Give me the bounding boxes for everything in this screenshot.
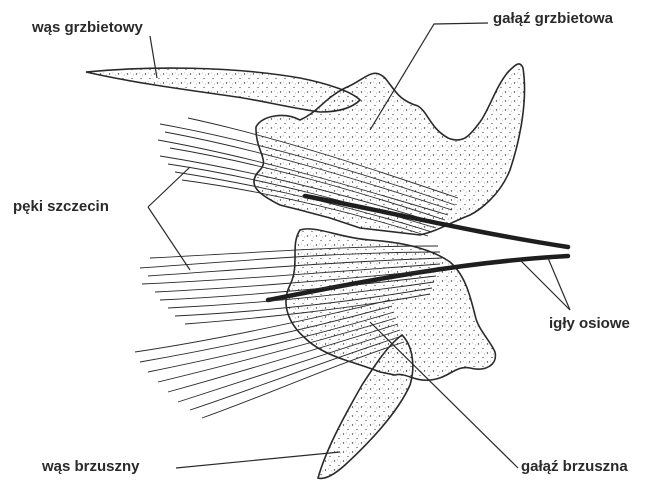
label-ventral-branch: gałąź brzuszna — [521, 459, 628, 474]
leader-chaetae-lower — [148, 207, 190, 270]
leader-ventral-cirrus — [176, 452, 340, 468]
leader-chaetae-upper — [148, 167, 190, 207]
label-ventral-cirrus: wąs brzuszny — [42, 459, 140, 474]
label-aciculae: igły osiowe — [549, 316, 630, 331]
dorsal-cirrus — [86, 68, 360, 112]
label-dorsal-cirrus: wąs grzbietowy — [32, 20, 143, 35]
label-dorsal-branch: gałąź grzbietowa — [493, 11, 613, 26]
label-chaetae-bundles: pęki szczecin — [13, 199, 109, 214]
leader-aciculae-2 — [548, 258, 570, 310]
leader-aciculae-1 — [520, 260, 570, 310]
